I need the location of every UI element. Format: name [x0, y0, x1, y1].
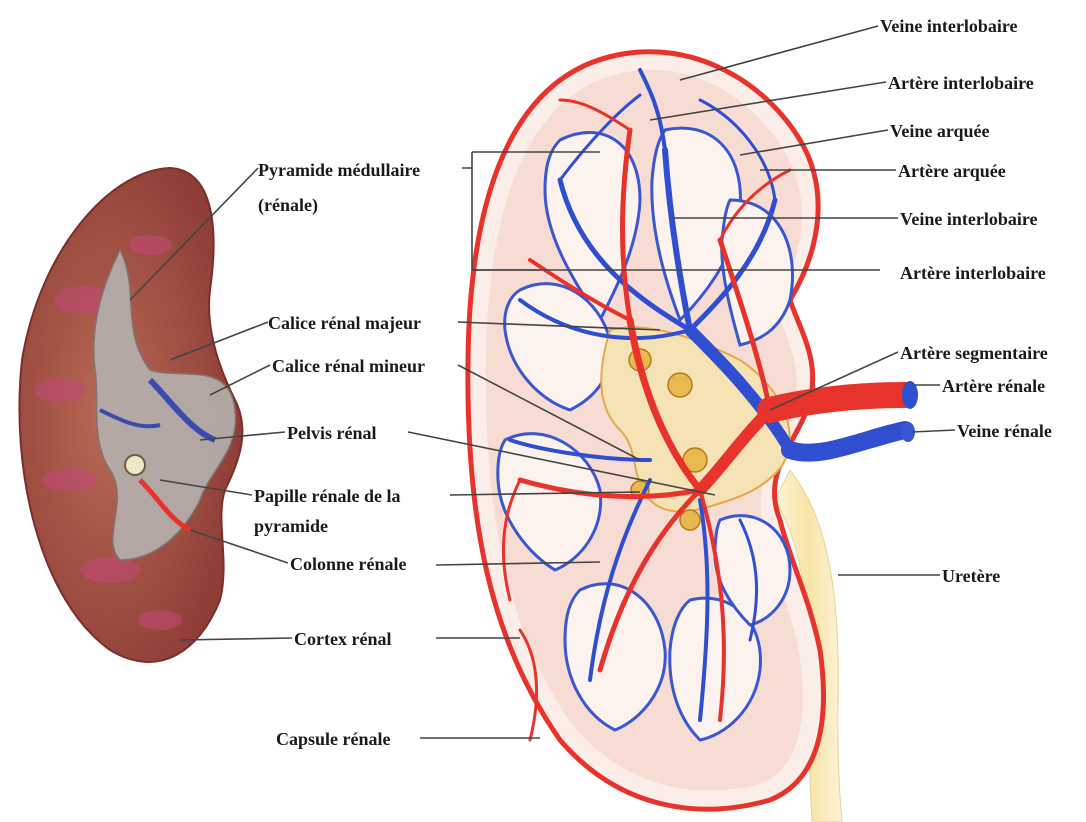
labels-left: Pyramide médullaire (rénale) Calice réna…	[254, 160, 425, 749]
label-artere-interlobaire-top: Artère interlobaire	[888, 73, 1034, 93]
label-uretere: Uretère	[942, 566, 1000, 586]
label-calice-majeur: Calice rénal majeur	[268, 313, 421, 333]
label-calice-mineur: Calice rénal mineur	[272, 356, 425, 376]
label-pyramide-medullaire: Pyramide médullaire	[258, 160, 420, 180]
label-artere-segmentaire: Artère segmentaire	[900, 343, 1048, 363]
label-cortex: Cortex rénal	[294, 629, 391, 649]
label-capsule: Capsule rénale	[276, 729, 391, 749]
label-artere-renale: Artère rénale	[942, 376, 1045, 396]
label-veine-arquee: Veine arquée	[890, 121, 990, 141]
label-pelvis: Pelvis rénal	[287, 423, 376, 443]
label-papille-2: pyramide	[254, 516, 328, 536]
label-papille: Papille rénale de la	[254, 486, 400, 506]
labels-right: Veine interlobaire Artère interlobaire V…	[880, 16, 1052, 586]
label-artere-arquee: Artère arquée	[898, 161, 1006, 181]
label-veine-renale: Veine rénale	[957, 421, 1052, 441]
label-veine-interlobaire-mid: Veine interlobaire	[900, 209, 1038, 229]
label-artere-interlobaire-mid: Artère interlobaire	[900, 263, 1046, 283]
right-kidney	[468, 52, 918, 809]
left-kidney	[19, 168, 242, 662]
label-veine-interlobaire-top: Veine interlobaire	[880, 16, 1018, 36]
label-pyramide-medullaire-2: (rénale)	[258, 195, 318, 216]
label-colonne: Colonne rénale	[290, 554, 407, 574]
